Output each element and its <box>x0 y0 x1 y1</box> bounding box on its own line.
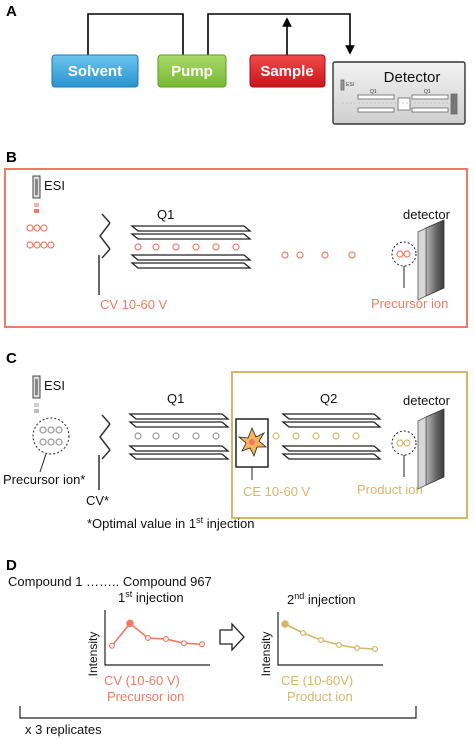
plot1-point <box>108 642 115 649</box>
source-ions <box>26 224 55 249</box>
injection-1-label: 1st injection <box>118 589 184 605</box>
plot2-product-label: Product ion <box>287 689 353 704</box>
plot1-axes <box>104 610 210 666</box>
sample-label: Sample <box>260 63 313 80</box>
plot1-point <box>145 634 152 641</box>
plot2-xlabel: CE (10-60V) <box>281 673 353 688</box>
collision-cell <box>235 418 269 480</box>
q1-ions <box>134 243 356 259</box>
panel-c-letter: C <box>6 350 17 367</box>
plot1-series <box>108 619 206 649</box>
mini-q1-label-a: Q1 <box>370 89 377 95</box>
flow-lines <box>87 13 355 55</box>
panel-c: C ESI Precursor ion* CV* <box>3 350 468 531</box>
esi-needle: ESI <box>32 175 65 213</box>
q1-ions-c <box>134 432 220 440</box>
plot1-point <box>126 619 134 628</box>
detector-box: Detector ESI Q1 Q1 <box>332 61 466 125</box>
transition-arrow <box>219 622 245 652</box>
sampling-cone-c <box>98 414 111 490</box>
detector-label: Detector <box>384 69 441 86</box>
detector-plate-c <box>417 408 445 490</box>
mini-esi-label: ESI <box>346 82 354 88</box>
optimal-value-note: *Optimal value in 1st injection <box>87 515 254 531</box>
esi-label: ESI <box>44 178 65 193</box>
plot1-ylabel: Intensity <box>86 632 100 677</box>
panel-c-frame <box>231 371 468 519</box>
plot2-series <box>281 620 379 652</box>
precursor-ion-label-c: Precursor ion* <box>3 472 85 487</box>
plot1-point <box>163 636 170 643</box>
compound-range-label: Compound 1 …….. Compound 967 <box>8 574 212 589</box>
panel-b-letter: B <box>6 149 17 166</box>
plot2-line <box>284 623 376 650</box>
plot2-point <box>300 629 307 636</box>
cv-label-c: CV* <box>86 493 109 508</box>
precursor-cluster-c <box>32 417 70 473</box>
plot2-point <box>336 641 343 648</box>
plot2-point <box>281 620 289 628</box>
esi-needle-c: ESI <box>32 375 65 413</box>
product-cluster <box>391 430 417 477</box>
plot2-point <box>318 636 325 643</box>
plot1-point <box>181 640 188 647</box>
pump-box: Pump <box>157 54 227 88</box>
q2-ions <box>272 432 360 440</box>
sample-box: Sample <box>249 54 326 88</box>
detector-label-c: detector <box>403 393 451 408</box>
q1-rods-c <box>128 413 230 460</box>
plot1-xlabel: CV (10-60 V) <box>104 673 180 688</box>
q2-label: Q2 <box>320 391 337 406</box>
product-ion-label-c: Product ion <box>357 482 423 497</box>
injection-2-label: 2nd injection <box>287 591 356 607</box>
plot1-point <box>199 641 206 648</box>
esi-label-c: ESI <box>44 378 65 393</box>
plot2-ylabel: Intensity <box>259 632 273 677</box>
panel-a-letter: A <box>6 3 17 20</box>
detector-plate-b <box>417 219 445 301</box>
plot2-axes <box>277 612 383 666</box>
panel-d: D Compound 1 …….. Compound 967 1st injec… <box>6 557 417 737</box>
solvent-box: Solvent <box>51 54 139 88</box>
panel-a: A Solvent Pump Sample Detector ESI <box>6 3 466 125</box>
mini-instrument: ESI Q1 Q1 <box>340 79 458 115</box>
q2-rods <box>281 413 382 460</box>
replicates-bracket <box>19 706 417 719</box>
panel-b: B ESI CV 10-60 V Q1 <box>4 149 468 328</box>
solvent-label: Solvent <box>68 63 122 80</box>
plot1-line <box>111 622 203 647</box>
plot2-point <box>354 644 361 651</box>
q1-label-c: Q1 <box>167 391 184 406</box>
plot1-precursor-label: Precursor ion <box>107 689 184 704</box>
sampling-cone <box>98 213 111 295</box>
detector-label-b: detector <box>403 207 451 222</box>
precursor-cluster <box>391 241 417 288</box>
pump-label: Pump <box>171 63 213 80</box>
cv-label: CV 10-60 V <box>100 297 168 312</box>
panel-b-frame <box>4 168 468 328</box>
ce-label: CE 10-60 V <box>243 484 311 499</box>
q1-rods <box>130 225 252 269</box>
q1-label: Q1 <box>157 207 174 222</box>
panel-d-letter: D <box>6 557 17 574</box>
precursor-ion-label: Precursor ion <box>371 296 448 311</box>
replicates-label: x 3 replicates <box>25 722 102 737</box>
mini-q1-label-b: Q1 <box>424 89 431 95</box>
plot2-point <box>372 645 379 652</box>
